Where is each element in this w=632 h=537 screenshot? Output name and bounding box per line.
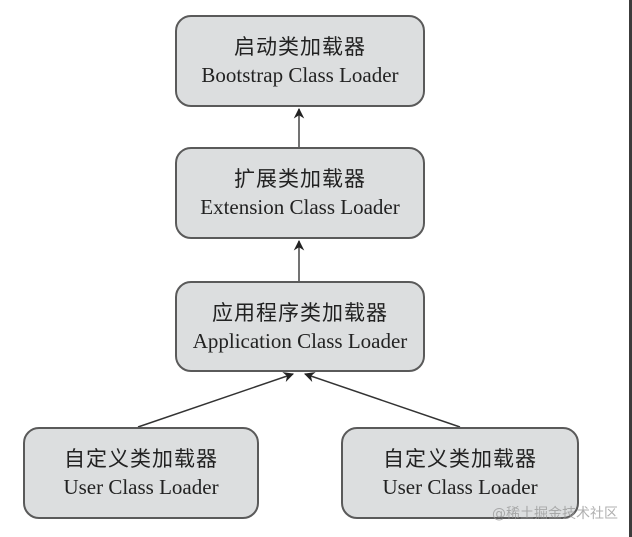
node-label-zh: 自定义类加载器	[383, 447, 537, 471]
edge-user-left-to-application	[137, 372, 294, 428]
watermark: @稀土掘金技术社区	[492, 506, 618, 522]
user-class-loader-node-right: 自定义类加载器 User Class Loader	[341, 427, 579, 519]
application-class-loader-node: 应用程序类加载器 Application Class Loader	[175, 281, 425, 372]
node-label-zh: 自定义类加载器	[64, 447, 218, 471]
node-label-en: User Class Loader	[63, 475, 219, 499]
node-label-zh: 扩展类加载器	[234, 167, 366, 191]
node-label-en: Application Class Loader	[192, 328, 408, 353]
node-label-zh: 应用程序类加载器	[212, 300, 388, 325]
node-label-en: Extension Class Loader	[200, 195, 400, 219]
bootstrap-class-loader-node: 启动类加载器 Bootstrap Class Loader	[175, 15, 425, 107]
edge-user-right-to-application	[304, 372, 461, 428]
node-label-en: User Class Loader	[382, 475, 538, 499]
user-class-loader-node-left: 自定义类加载器 User Class Loader	[23, 427, 259, 519]
extension-class-loader-node: 扩展类加载器 Extension Class Loader	[175, 147, 425, 239]
right-edge-border	[629, 0, 632, 537]
node-label-zh: 启动类加载器	[234, 35, 366, 59]
node-label-en: Bootstrap Class Loader	[201, 63, 399, 87]
